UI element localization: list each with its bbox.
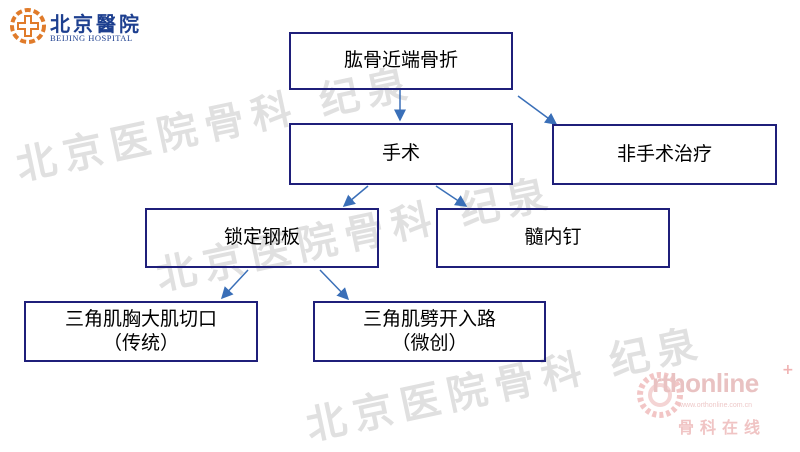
hospital-logo: 北京醫院 BEIJING HOSPITAL <box>10 6 160 46</box>
node-intramedullary-nail-label: 髓内钉 <box>524 226 582 249</box>
node-approach-deltoid-split: 三角肌劈开入路 （微创） <box>313 301 546 362</box>
plus-icon: + <box>782 362 794 378</box>
node-non-surgery-label: 非手术治疗 <box>616 142 712 165</box>
node-approach-deltopectoral-line1: 三角肌胸大肌切口 <box>64 307 217 330</box>
node-surgery-label: 手术 <box>381 142 420 165</box>
edge-surgery-to-nail <box>435 185 468 207</box>
edge-plate-to-approach-b <box>319 269 350 301</box>
edge-plate-to-approach-a <box>220 269 249 300</box>
orthonline-url: www.orthonline.com.cn <box>680 402 752 409</box>
edge-surgery-to-plate <box>342 185 369 207</box>
edge-root-to-non-surgery <box>517 95 558 125</box>
orthonline-name-cn: 骨科在线 <box>678 418 767 437</box>
hospital-name-cn: 北京醫院 <box>50 12 142 36</box>
node-approach-deltoid-split-line1: 三角肌劈开入路 <box>362 307 496 330</box>
orthonline-name: rthonline <box>652 368 759 398</box>
node-root-label: 肱骨近端骨折 <box>343 49 458 72</box>
node-intramedullary-nail: 髓内钉 <box>436 208 670 268</box>
hospital-emblem-icon <box>10 8 46 44</box>
node-approach-deltoid-split-line2: （微创） <box>391 331 468 354</box>
node-root: 肱骨近端骨折 <box>289 32 513 90</box>
node-approach-deltopectoral: 三角肌胸大肌切口 （传统） <box>24 301 258 362</box>
node-approach-deltopectoral-line2: （传统） <box>102 331 179 354</box>
node-locking-plate: 锁定钢板 <box>145 208 379 268</box>
node-locking-plate-label: 锁定钢板 <box>223 226 300 249</box>
orthonline-emblem-icon <box>637 372 683 418</box>
node-non-surgery: 非手术治疗 <box>552 124 777 185</box>
node-surgery: 手术 <box>289 123 513 185</box>
orthonline-brand <box>630 365 800 450</box>
hospital-name-en: BEIJING HOSPITAL <box>50 33 133 43</box>
